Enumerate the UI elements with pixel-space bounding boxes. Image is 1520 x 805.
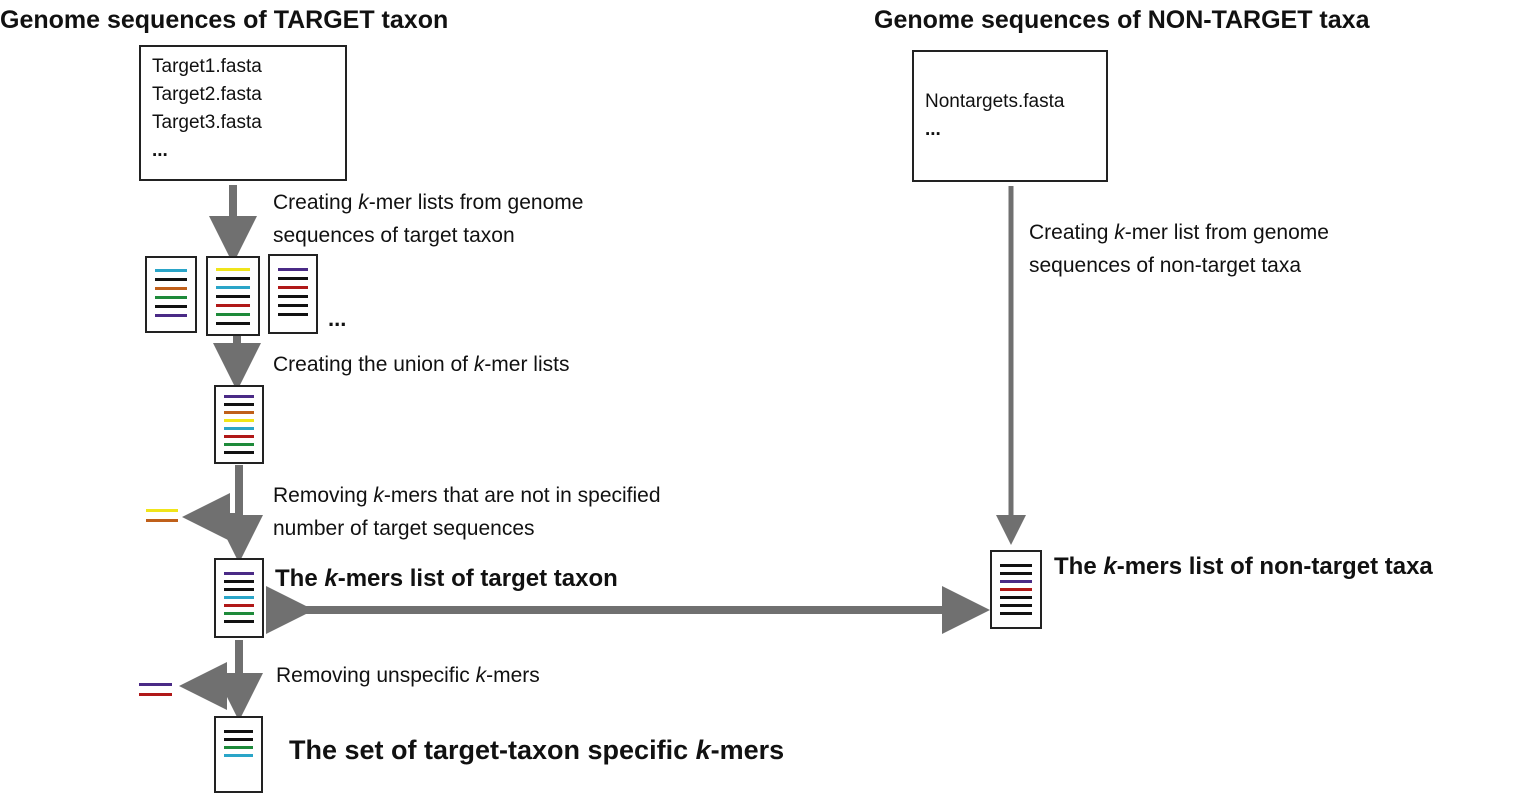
step-create-target-lists: Creating k-mer lists from genome sequenc… (273, 191, 584, 247)
target-kmer-list-doc (214, 558, 264, 638)
step-remove-unspecific: Removing unspecific k-mers (276, 664, 540, 687)
target-heading: Genome sequences of TARGET taxon (0, 6, 449, 34)
more-lists-ellipsis: ... (328, 306, 347, 331)
nontarget-kmer-list-doc (990, 550, 1042, 629)
nontarget-file-more: ... (925, 119, 941, 140)
target-file-1: Target1.fasta (152, 56, 262, 77)
step-union: Creating the union of k-mer lists (273, 353, 570, 376)
removed-kmer-purple (139, 683, 172, 686)
kmer-list-doc-3 (268, 254, 318, 334)
step-remove-not-in-targets: Removing k-mers that are not in specifie… (273, 484, 661, 540)
final-kmer-set-doc (214, 716, 263, 793)
kmer-list-doc-1 (145, 256, 197, 333)
nontarget-files-box: Nontargets.fasta ... (912, 50, 1108, 182)
nontarget-kmer-list-label: The k-mers list of non-target taxa (1054, 553, 1433, 580)
removed-kmer-red (139, 693, 172, 696)
nontarget-file-1: Nontargets.fasta (925, 91, 1065, 112)
kmer-list-doc-2 (206, 256, 260, 336)
target-file-2: Target2.fasta (152, 84, 262, 105)
union-list-doc (214, 385, 264, 464)
removed-kmer-yellow (146, 509, 178, 512)
step-create-nontarget-list: Creating k-mer list from genome sequence… (1029, 221, 1329, 277)
removed-kmer-orange (146, 519, 178, 522)
target-kmer-list-label: The k-mers list of target taxon (275, 565, 618, 592)
target-files-box: Target1.fasta Target2.fasta Target3.fast… (139, 45, 347, 181)
nontarget-heading: Genome sequences of NON-TARGET taxa (874, 6, 1370, 34)
final-kmer-set-label: The set of target-taxon specific k-mers (289, 735, 785, 765)
target-file-more: ... (152, 140, 168, 161)
target-file-3: Target3.fasta (152, 112, 262, 133)
